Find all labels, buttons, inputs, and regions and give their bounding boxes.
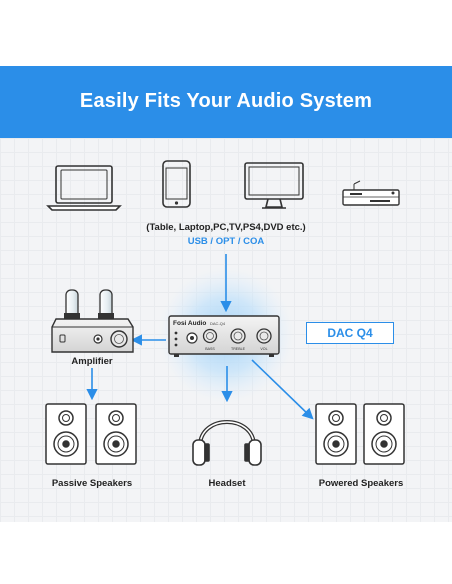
dac-q4-label: DAC Q4 [306,322,394,344]
volume-label: VOL [260,347,267,351]
treble-knob [230,328,246,344]
bass-label: BASS [205,347,215,351]
bass-knob [202,328,218,344]
volume-knob [256,328,272,344]
monitor-icon [244,162,304,209]
amplifier-label: Amplifier [71,356,113,367]
powered-speakers-label: Powered Speakers [318,478,404,489]
title-banner [0,66,452,138]
banner-title: Easily Fits Your Audio System [79,90,373,112]
headset-label: Headset [208,478,246,489]
powered-speakers-arrow [251,359,314,420]
passive-speakers-icon [45,403,137,465]
dac-brand: Fosi Audio [173,320,206,327]
powered-speakers-icon [315,403,405,465]
dac-device: Fosi Audio DAC-Q4 BASS TREBLE VOL [168,315,280,357]
amplifier-icon [51,289,134,353]
dvd-player-icon [342,180,400,206]
phone-icon [162,160,191,208]
headset-icon [192,420,262,466]
dac-model: DAC-Q4 [210,321,226,326]
treble-label: TREBLE [231,347,246,351]
input-ports-label: USB / OPT / COA [187,236,265,247]
laptop-icon [46,165,122,211]
passive-speakers-label: Passive Speakers [51,478,133,489]
sources-caption: (Table, Laptop,PC,TV,PS4,DVD etc.) [146,222,306,233]
